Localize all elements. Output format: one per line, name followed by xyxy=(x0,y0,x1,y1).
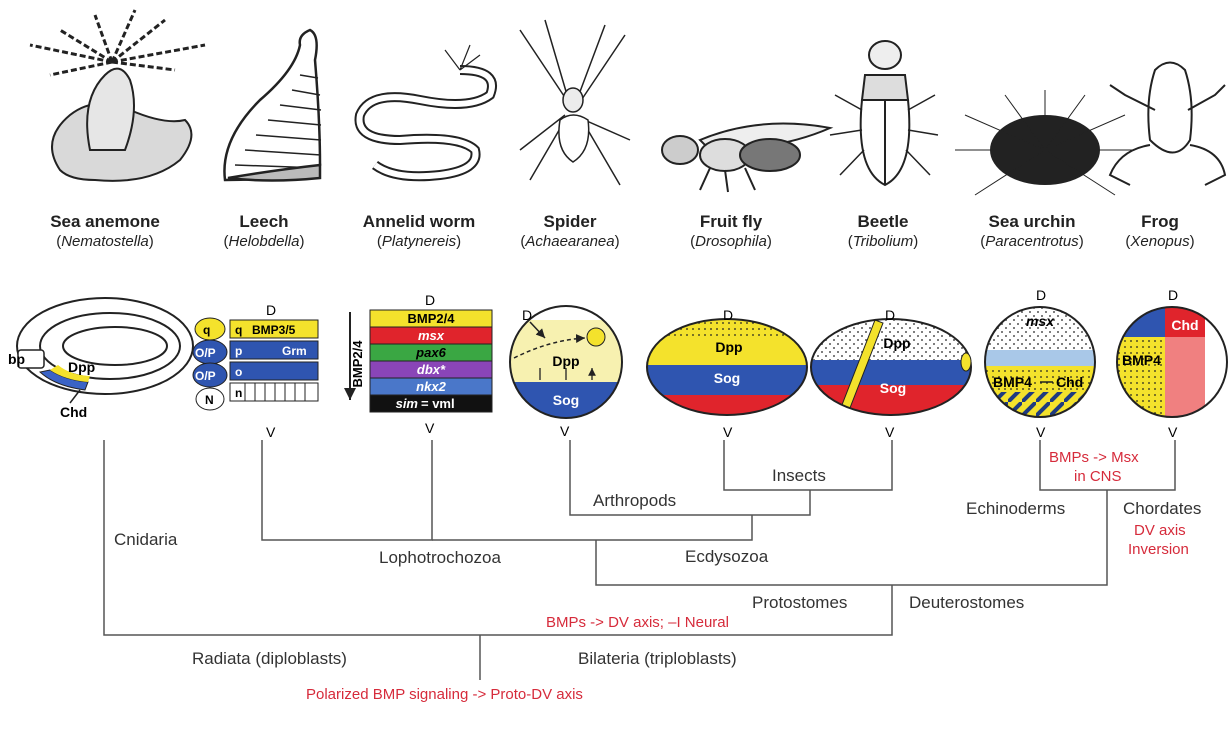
clade-echinoderms: Echinoderms xyxy=(966,499,1065,519)
event-dv-inversion-line1: DV axis xyxy=(1134,522,1186,539)
event-root: Polarized BMP signaling -> Proto-DV axis xyxy=(306,686,583,703)
clade-ecdysozoa: Ecdysozoa xyxy=(685,547,768,567)
clade-radiata: Radiata (diploblasts) xyxy=(192,649,347,669)
phylogeny-tree xyxy=(0,0,1231,709)
event-msx-cns-line1: BMPs -> Msx xyxy=(1049,449,1139,466)
clade-arthropods: Arthropods xyxy=(593,491,676,511)
event-dv-inversion-line2: Inversion xyxy=(1128,541,1189,558)
lophotrochozoa-branch xyxy=(262,440,432,540)
event-bilateria: BMPs -> DV axis; –I Neural xyxy=(546,614,729,631)
clade-insects: Insects xyxy=(772,466,826,486)
event-msx-cns-line2: in CNS xyxy=(1074,468,1122,485)
clade-bilateria: Bilateria (triploblasts) xyxy=(578,649,737,669)
clade-deuterostomes: Deuterostomes xyxy=(909,593,1024,613)
ecdysozoa-join xyxy=(432,515,752,540)
clade-lophotrochozoa: Lophotrochozoa xyxy=(379,548,501,568)
clade-chordates: Chordates xyxy=(1123,499,1201,519)
clade-cnidaria: Cnidaria xyxy=(114,530,177,550)
clade-protostomes: Protostomes xyxy=(752,593,847,613)
